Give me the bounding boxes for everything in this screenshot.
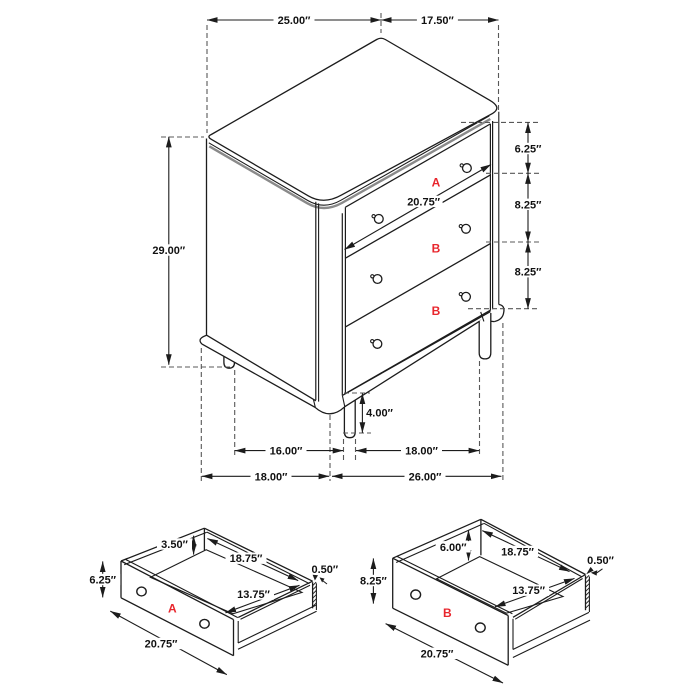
svg-text:26.00″: 26.00″ [409,471,443,483]
svg-text:13.75″: 13.75″ [512,585,546,597]
svg-text:18.00″: 18.00″ [405,446,439,458]
svg-text:13.75″: 13.75″ [237,589,271,601]
svg-text:B: B [432,242,441,256]
svg-text:8.25″: 8.25″ [360,576,387,588]
svg-text:18.75″: 18.75″ [501,546,535,558]
svg-text:8.25″: 8.25″ [515,267,542,279]
svg-text:20.75″: 20.75″ [145,639,179,651]
svg-text:3.50″: 3.50″ [161,539,188,551]
svg-text:6.25″: 6.25″ [89,575,116,587]
svg-text:8.25″: 8.25″ [515,199,542,211]
svg-text:B: B [443,606,452,620]
svg-text:6.00″: 6.00″ [440,542,467,554]
svg-text:16.00″: 16.00″ [270,446,304,458]
svg-text:20.75″: 20.75″ [421,648,455,660]
svg-text:18.00″: 18.00″ [255,471,289,483]
svg-text:17.50″: 17.50″ [421,15,455,27]
svg-text:29.00″: 29.00″ [152,245,186,257]
svg-text:A: A [168,601,177,615]
svg-text:20.75″: 20.75″ [407,196,441,208]
svg-text:6.25″: 6.25″ [515,144,542,156]
svg-text:B: B [432,304,441,318]
svg-text:4.00″: 4.00″ [366,408,393,420]
svg-text:0.50″: 0.50″ [587,555,614,567]
svg-text:0.50″: 0.50″ [311,564,338,576]
svg-text:18.75″: 18.75″ [230,553,264,565]
svg-text:25.00″: 25.00″ [278,15,312,27]
svg-text:A: A [432,176,441,190]
